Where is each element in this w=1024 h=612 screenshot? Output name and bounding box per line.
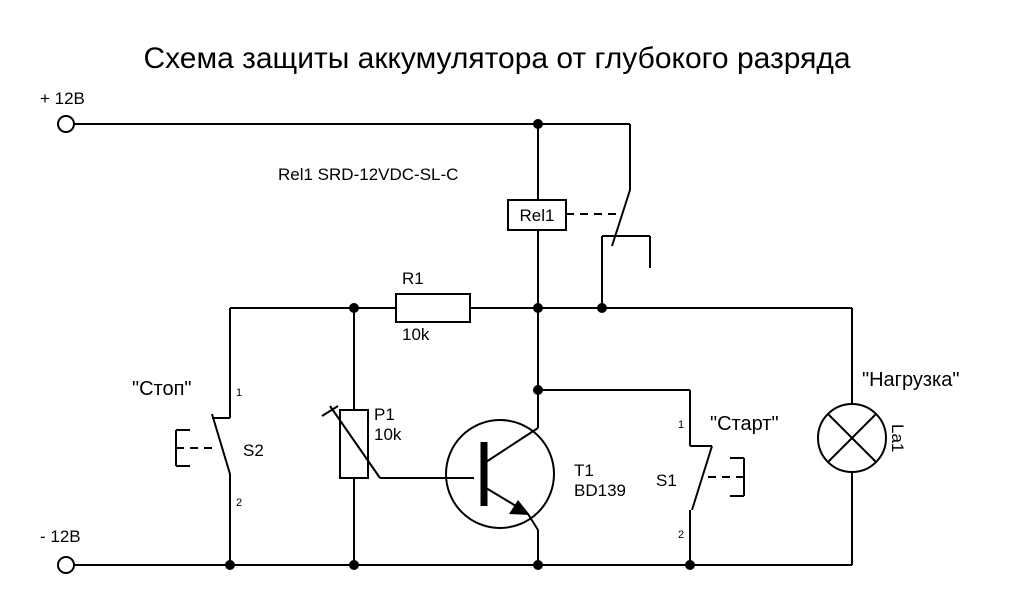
s2-name-label: "Стоп"	[132, 378, 192, 400]
p1-value-label: 10k	[374, 425, 402, 444]
s2-ref-label: S2	[243, 441, 264, 460]
middle-rail	[230, 303, 852, 313]
minus-terminal-label: - 12B	[40, 527, 81, 546]
load-name-label: "Нагрузка"	[862, 369, 959, 391]
diagram-title: Схема защиты аккумулятора от глубокого р…	[143, 42, 850, 75]
s1-pin1: 1	[678, 419, 684, 431]
minus-terminal	[57, 556, 75, 574]
plus-terminal-label: + 12B	[40, 89, 85, 108]
s1-ref-label: S1	[656, 471, 677, 490]
p1-ref-label: P1	[374, 405, 395, 424]
relay-rel1: Rel1 SRD-12VDC-SL-C Rel1	[278, 124, 651, 390]
negative-rail: - 12B	[40, 527, 852, 574]
relay-box-label: Rel1	[520, 206, 555, 225]
s1-pin2: 2	[678, 529, 684, 541]
switch-s2-stop: "Стоп" 1 2 S2	[132, 308, 264, 565]
lamp-la1: "Нагрузка" La1	[817, 308, 959, 565]
r1-value-label: 10k	[402, 325, 430, 344]
t1-model-label: BD139	[574, 481, 626, 500]
t1-ref-label: T1	[574, 461, 594, 480]
r1-ref-label: R1	[402, 269, 424, 288]
relay-model-label: Rel1 SRD-12VDC-SL-C	[278, 165, 458, 184]
s2-pin2: 2	[236, 497, 242, 509]
switch-s1-start: "Старт" 1 2 S1	[533, 385, 779, 565]
s1-name-label: "Старт"	[710, 413, 779, 435]
transistor-t1: T1 BD139	[445, 390, 626, 565]
resistor-r1: R1 10k	[395, 269, 471, 344]
load-ref-label: La1	[888, 424, 907, 452]
positive-rail: + 12B	[40, 89, 630, 133]
potentiometer-p1: P1 10k	[321, 308, 474, 565]
s2-pin1: 1	[236, 387, 242, 399]
plus-terminal	[57, 115, 75, 133]
